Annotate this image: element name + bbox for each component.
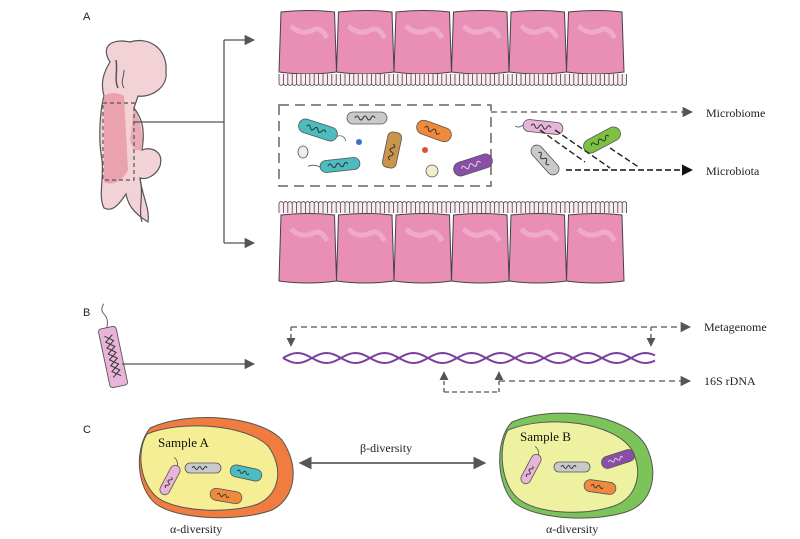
sample-a-label: Sample A [158,435,210,450]
bacteria-icon [416,119,452,143]
bacteria-icon [553,461,591,473]
microvilli [278,201,627,213]
alpha-diversity-left: α-diversity [170,522,222,536]
bacteria-icon [583,479,617,495]
dna-strand-icon [282,352,656,364]
beta-diversity-label: β-diversity [360,441,412,455]
epithelial-cell [450,213,510,284]
epithelial-cell [508,213,568,284]
panel-label-b: B [83,307,90,319]
bacteria-icon [298,118,347,142]
microbiota-bacteria [514,119,641,176]
panel-label-c: C [83,424,91,436]
microbiota-label: Microbiota [706,164,760,178]
metagenome-label: Metagenome [704,320,767,334]
epithelium-bottom [278,201,627,284]
colon-organ-icon [99,40,167,223]
epithelial-cell [565,213,625,284]
bacteria-icon [229,464,263,482]
lumen-bacteria [297,111,493,178]
sample-a: Sample A [138,417,294,519]
cell-dot [356,139,362,145]
epithelial-cell [450,10,510,75]
metagenome-bracket [286,321,692,347]
epithelial-cell [278,213,338,284]
bacteria-icon [184,462,222,474]
bacteria-icon [98,303,128,389]
microbiome-box [278,104,492,187]
bacteria-icon [453,153,493,177]
epithelial-cell [335,10,395,75]
rdna-bracket [439,371,692,393]
alpha-diversity-right: α-diversity [546,522,598,536]
bacteria-icon [159,456,181,496]
colon-connector [134,34,256,249]
bacteria-icon [583,126,621,154]
bacteria-icon [530,144,560,176]
microvilli [278,74,627,86]
cell-dot [422,147,428,153]
sample-b: Sample B [499,412,654,519]
microbiome-label: Microbiome [706,106,765,120]
epithelial-cell [565,10,625,75]
sample-b-label: Sample B [520,429,571,444]
bacteria-icon [381,131,403,169]
bacteria-icon [520,445,542,485]
epithelial-cell [393,213,453,284]
bacteria-icon [601,449,635,469]
epithelium-top [278,10,627,86]
epithelial-cell [278,10,338,75]
bacteria-icon [209,487,243,505]
spore-icon [425,164,439,178]
epithelial-cell [393,10,453,75]
rdna-label: 16S rDNA [704,374,756,388]
bacteria-icon [307,157,361,173]
epithelial-cell [508,10,568,75]
spore-icon [297,145,309,159]
bacteria-icon [346,111,388,125]
bacteria-icon [514,119,564,135]
epithelial-cell [335,213,395,284]
panel-label-a: A [83,11,91,23]
